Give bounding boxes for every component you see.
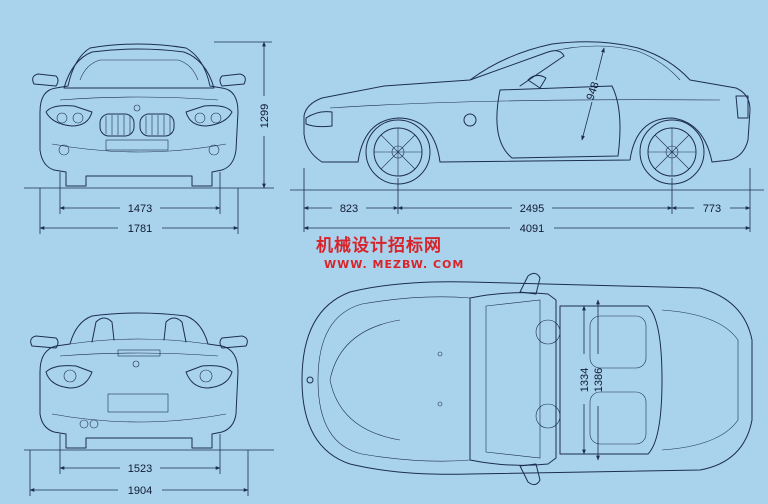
dim-rear-track: 1523	[128, 463, 152, 475]
front-view: 1473 1781 1299	[24, 41, 274, 235]
dim-cabin-width-b: 1386	[593, 368, 605, 392]
watermark-url: WWW. MEZBW. COM	[324, 258, 464, 271]
dim-wheelbase: 2495	[520, 203, 544, 215]
dim-front-width: 1781	[128, 223, 152, 235]
rear-view: 1523 1904	[24, 312, 274, 497]
dim-front-overhang: 823	[340, 203, 358, 215]
dim-length: 4091	[520, 223, 544, 235]
side-view: 948 823 2495 773 4091	[290, 41, 764, 235]
dim-rear-overhang: 773	[703, 203, 721, 215]
dim-height: 1299	[259, 104, 271, 128]
top-view: 1334 1386	[301, 272, 753, 486]
watermark-title: 机械设计招标网	[316, 235, 442, 256]
dim-rear-width: 1904	[128, 485, 152, 497]
dim-headroom: 948	[585, 80, 602, 101]
dim-front-track: 1473	[128, 203, 152, 215]
dim-cabin-width-a: 1334	[579, 368, 591, 392]
